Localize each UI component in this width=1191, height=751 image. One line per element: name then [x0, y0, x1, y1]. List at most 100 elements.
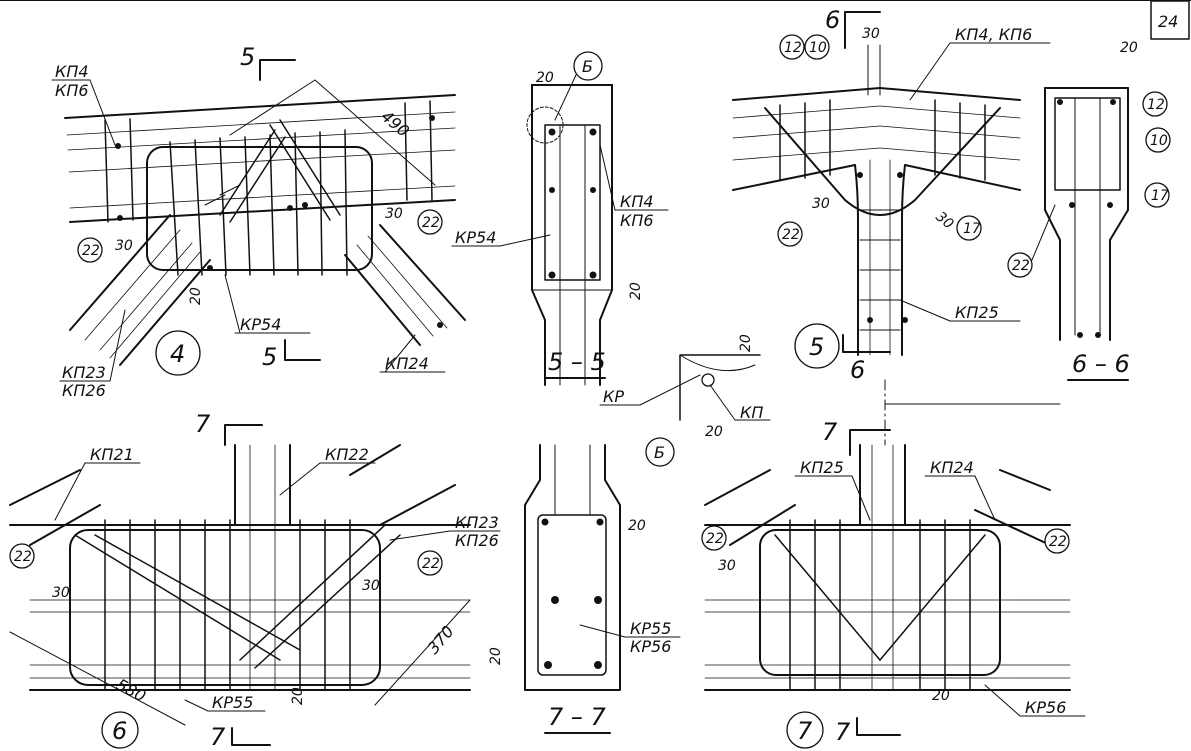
svg-text:КП6: КП6: [620, 211, 654, 230]
svg-text:12: 12: [1147, 97, 1165, 113]
annotation-kr56-7: КР56: [984, 684, 1086, 717]
position-10-5: 10: [804, 34, 830, 60]
svg-text:КП26: КП26: [455, 531, 499, 550]
position-17-6: 17: [1144, 182, 1170, 208]
section-title-7-7: 7 – 7: [548, 703, 607, 731]
svg-text:7: 7: [822, 418, 838, 446]
section-mark-7-bottom-7: 7: [835, 717, 901, 746]
detail-6: 7 7 КП21 КП22 КП23 КП26 КР55: [9, 410, 501, 751]
section-mark-5-bottom: 5: [262, 339, 321, 371]
mark-b: Б: [573, 51, 603, 81]
braces-7: [704, 469, 1051, 661]
svg-text:4: 4: [170, 340, 185, 368]
svg-text:5: 5: [809, 333, 824, 361]
svg-text:6: 6: [112, 717, 127, 745]
svg-text:7: 7: [195, 410, 211, 438]
svg-text:КП4, КП6: КП4, КП6: [955, 25, 1032, 44]
mark-b-node: Б: [645, 437, 675, 467]
svg-text:30: 30: [362, 578, 380, 594]
annotation-kr55-kr56: КР55 КР56: [579, 619, 681, 656]
svg-text:КП25: КП25: [800, 458, 844, 477]
svg-text:7: 7: [210, 723, 226, 751]
position-22-6b: 22: [417, 550, 443, 576]
position-22-left: 22: [77, 237, 103, 263]
section-6-6: 20 12 10 17 22 6 – 6: [1007, 40, 1171, 381]
section-5-5: Б 20 20 КП4 КП6 КР54 5 – 5: [451, 51, 669, 386]
svg-text:22: 22: [82, 243, 100, 259]
bars-6-6: [1057, 99, 1116, 338]
svg-text:20: 20: [705, 424, 723, 440]
annotation-kp25: КП25: [899, 299, 1021, 322]
bars-7-7: [541, 518, 604, 669]
svg-text:30: 30: [52, 585, 70, 601]
stirrup-6: [69, 529, 381, 686]
svg-text:7: 7: [835, 718, 851, 746]
top-chord: [64, 94, 456, 223]
svg-text:10: 10: [809, 40, 827, 56]
node-b: КР КП 20 20 Б: [599, 334, 771, 467]
axis-note: [884, 379, 1061, 446]
svg-text:КП: КП: [740, 403, 763, 422]
annotation-kr54-section: КР54: [451, 228, 551, 247]
annotation-kp24: КП24: [379, 334, 446, 373]
position-10-6: 10: [1145, 127, 1171, 153]
svg-text:22: 22: [1012, 258, 1030, 274]
svg-text:КП23: КП23: [455, 513, 499, 532]
sheet-number: 24: [1158, 12, 1178, 31]
annotation-kp4-kp6-5: КП4, КП6: [909, 25, 1051, 101]
svg-text:22: 22: [422, 556, 440, 572]
svg-text:22: 22: [782, 227, 800, 243]
position-22-5: 22: [777, 221, 803, 247]
svg-text:20: 20: [290, 687, 306, 705]
detail-4: 490 5 5 КП4 КП6 КП23 КП26 КР54: [51, 43, 466, 400]
svg-text:5: 5: [262, 343, 277, 371]
position-22-7a: 22: [701, 525, 727, 551]
svg-text:30: 30: [718, 558, 736, 574]
svg-text:КП25: КП25: [955, 303, 999, 322]
svg-text:7: 7: [797, 717, 813, 745]
svg-text:КР56: КР56: [1025, 698, 1066, 717]
svg-text:6: 6: [825, 6, 840, 34]
svg-text:КР54: КР54: [240, 315, 281, 334]
dim-30-right: 30: [385, 206, 403, 222]
svg-text:КР: КР: [603, 387, 624, 406]
annotation-kp23-kp26-6: КП23 КП26: [389, 513, 501, 550]
detail-mark-5: 5: [794, 323, 840, 369]
detail-7: 7 7 КП25 КП24 КР56 30 20 22: [701, 418, 1086, 749]
detail-mark-6: 6: [101, 711, 139, 749]
section-mark-5-top: 5: [240, 43, 296, 81]
svg-text:20: 20: [932, 688, 950, 704]
rebar-dots: [115, 115, 443, 328]
vertical-bars-6: [104, 519, 351, 691]
svg-text:20: 20: [1120, 40, 1138, 56]
svg-text:10: 10: [1150, 133, 1168, 149]
stirrup-7-7: [537, 514, 607, 676]
svg-text:КП22: КП22: [325, 445, 369, 464]
svg-text:КР54: КР54: [455, 228, 496, 247]
position-22-6: 22: [1007, 252, 1033, 278]
svg-text:КП26: КП26: [62, 381, 106, 400]
svg-text:Б: Б: [582, 57, 593, 76]
svg-text:20: 20: [628, 518, 646, 534]
svg-text:КП24: КП24: [930, 458, 974, 477]
svg-text:12: 12: [784, 40, 802, 56]
annotation-kp22: КП22: [279, 445, 376, 496]
annotation-kr54: КР54: [224, 274, 311, 334]
svg-text:КП21: КП21: [90, 445, 134, 464]
vertical-post-7: [859, 444, 906, 691]
position-22-right: 22: [417, 209, 443, 235]
bars-5-5: [548, 128, 597, 279]
stirrup-7: [759, 529, 1001, 676]
section-mark-7-bottom-6: 7: [210, 723, 271, 751]
svg-text:20: 20: [738, 334, 754, 352]
svg-text:5: 5: [240, 43, 255, 71]
section-title-6-6: 6 – 6: [1072, 350, 1130, 378]
svg-text:490: 490: [377, 107, 413, 141]
svg-text:30: 30: [932, 209, 956, 233]
annotation-kp23-kp26: КП23 КП26: [59, 309, 126, 400]
section-title-5-5: 5 – 5: [548, 348, 606, 376]
detail-5: 6 6 30 КП4, КП6 КП25 30 30 12 10: [732, 6, 1051, 384]
detail-mark-4: 4: [155, 330, 201, 376]
svg-text:30: 30: [812, 196, 830, 212]
